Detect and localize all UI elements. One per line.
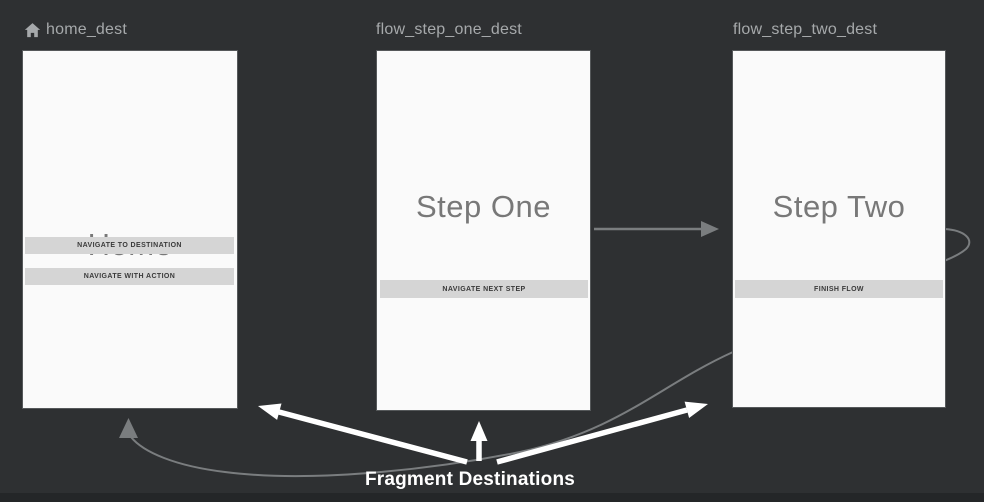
destination-label-home[interactable]: home_dest <box>24 21 127 39</box>
home-icon <box>24 22 41 39</box>
fragment-title: Step One <box>416 189 551 224</box>
action-arrow-step1-to-step2[interactable] <box>594 221 719 237</box>
arrowhead-icon <box>119 418 138 438</box>
destination-card-step-two[interactable]: Step Two FINISH FLOW <box>733 51 945 407</box>
annotation-caption: Fragment Destinations <box>364 469 576 490</box>
destination-label-step-two[interactable]: flow_step_two_dest <box>733 21 877 39</box>
destination-card-home[interactable]: Home NAVIGATE TO DESTINATION NAVIGATE WI… <box>23 51 237 408</box>
fragment-title: Step Two <box>772 189 906 224</box>
destination-label-text: flow_step_one_dest <box>376 21 522 38</box>
arrowhead-icon <box>701 221 719 237</box>
preview-button-navigate-to-destination: NAVIGATE TO DESTINATION <box>25 237 234 254</box>
destination-label-step-one[interactable]: flow_step_one_dest <box>376 21 522 39</box>
destination-card-step-one[interactable]: Step One NAVIGATE NEXT STEP <box>377 51 590 410</box>
destination-label-text: flow_step_two_dest <box>733 21 878 38</box>
preview-button-navigate-with-action: NAVIGATE WITH ACTION <box>25 268 234 285</box>
bottom-panel-edge <box>0 493 984 502</box>
preview-button-finish-flow: FINISH FLOW <box>735 280 943 298</box>
action-arrow-step2-to-home[interactable] <box>119 228 971 478</box>
destination-label-text: home_dest <box>46 21 127 38</box>
preview-button-navigate-next-step: NAVIGATE NEXT STEP <box>380 280 588 298</box>
